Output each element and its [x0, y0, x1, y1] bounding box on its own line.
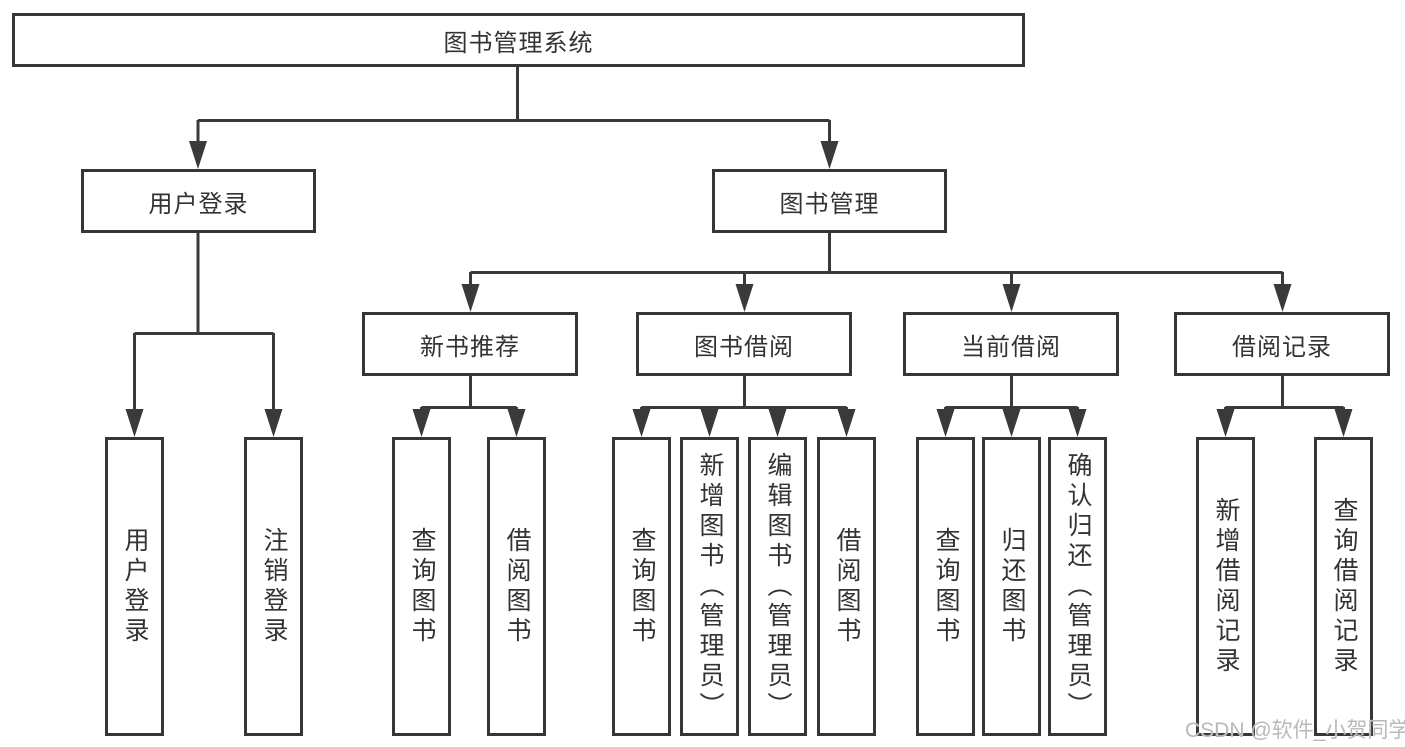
- leaf-add-books-admin-label: 新增图书（管理员）: [696, 451, 724, 722]
- leaf-query-borrow-record-label: 查询借阅记录: [1330, 496, 1358, 677]
- node-new-book-recommendation: 新书推荐: [362, 312, 578, 376]
- leaf-query-books-recommend: 查询图书: [392, 437, 451, 736]
- leaf-borrow-books-borrowing-label: 借阅图书: [833, 526, 861, 647]
- leaf-query-books-borrowing-label: 查询图书: [628, 526, 656, 647]
- leaf-edit-books-admin-label: 编辑图书（管理员）: [764, 451, 792, 722]
- leaf-query-books-recommend-label: 查询图书: [408, 526, 436, 647]
- node-book-management: 图书管理: [712, 169, 947, 233]
- leaf-logout-label: 注销登录: [260, 526, 288, 647]
- leaf-user-login-label: 用户登录: [121, 526, 149, 647]
- leaf-add-borrow-record: 新增借阅记录: [1196, 437, 1255, 736]
- leaf-borrow-books-borrowing: 借阅图书: [817, 437, 876, 736]
- leaf-borrow-books-recommend-label: 借阅图书: [503, 526, 531, 647]
- leaf-return-books-label: 归还图书: [998, 526, 1026, 647]
- leaf-query-books-current-label: 查询图书: [932, 526, 960, 647]
- leaf-edit-books-admin: 编辑图书（管理员）: [748, 437, 807, 736]
- node-borrowing-records: 借阅记录: [1174, 312, 1390, 376]
- leaf-query-books-borrowing: 查询图书: [612, 437, 671, 736]
- leaf-add-borrow-record-label: 新增借阅记录: [1212, 496, 1240, 677]
- leaf-query-borrow-record: 查询借阅记录: [1314, 437, 1373, 736]
- watermark: CSDN @软件_小贺同学: [1185, 719, 1405, 742]
- leaf-logout: 注销登录: [244, 437, 303, 736]
- leaf-query-books-current: 查询图书: [916, 437, 975, 736]
- leaf-confirm-return-admin: 确认归还（管理员）: [1048, 437, 1107, 736]
- leaf-return-books: 归还图书: [982, 437, 1041, 736]
- leaf-user-login: 用户登录: [105, 437, 164, 736]
- node-user-login: 用户登录: [81, 169, 316, 233]
- leaf-confirm-return-admin-label: 确认归还（管理员）: [1064, 451, 1092, 722]
- leaf-add-books-admin: 新增图书（管理员）: [680, 437, 739, 736]
- leaf-borrow-books-recommend: 借阅图书: [487, 437, 546, 736]
- node-book-borrowing: 图书借阅: [636, 312, 852, 376]
- node-library-system-root: 图书管理系统: [12, 13, 1025, 67]
- node-current-borrowing: 当前借阅: [903, 312, 1119, 376]
